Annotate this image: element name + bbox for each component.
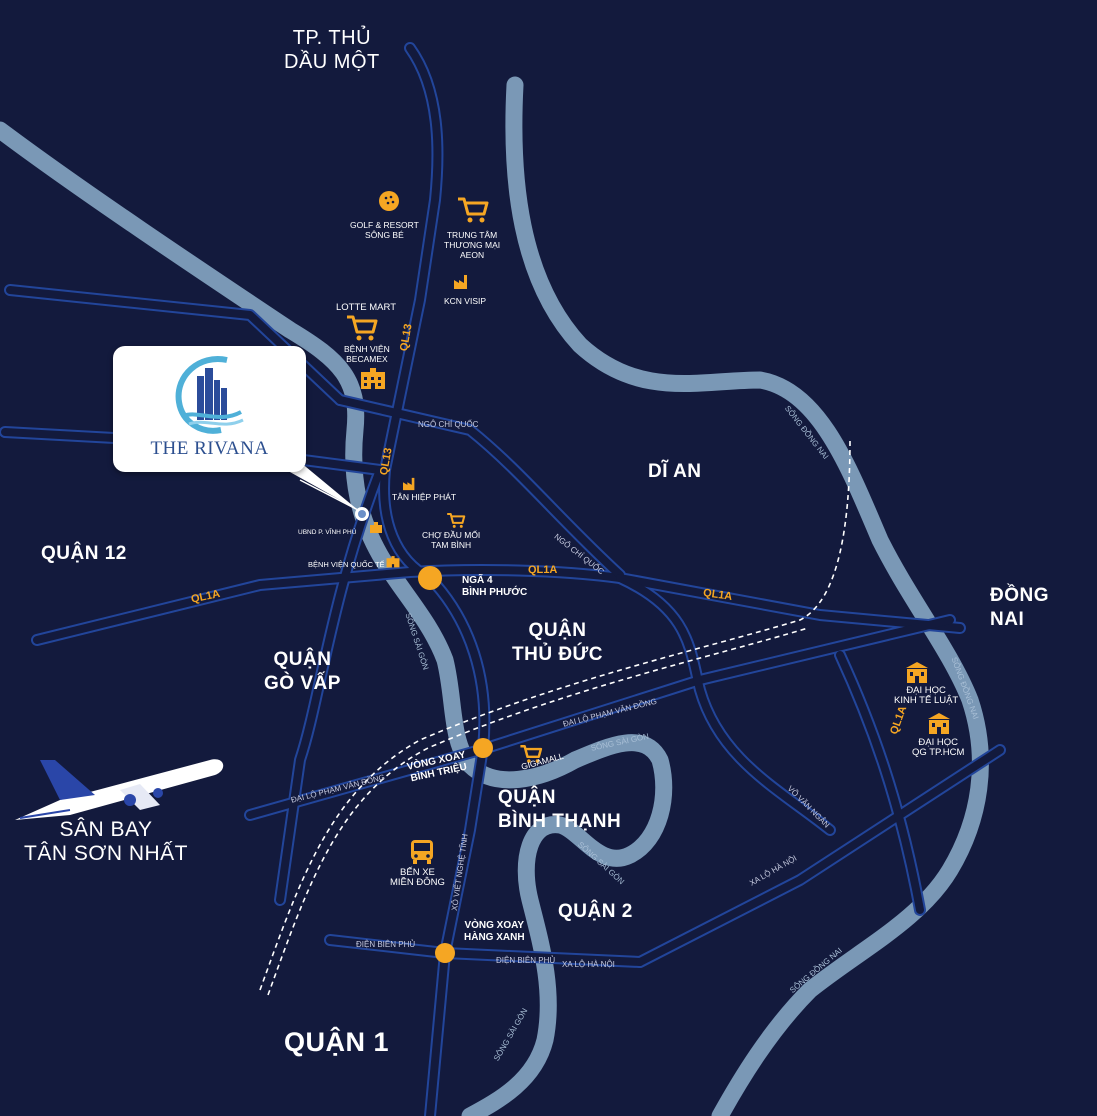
factory-icon — [454, 275, 467, 289]
university-icon — [928, 713, 950, 734]
shopping-cart-icon — [520, 745, 543, 763]
poi-kcn-visip: KCN VISIP — [444, 296, 487, 306]
rivana-logo-icon — [175, 356, 244, 434]
project-marker[interactable] — [355, 507, 369, 521]
road-label-ngo-chi-quoc-1: NGÔ CHÍ QUỐC — [418, 420, 479, 429]
airplane-icon — [15, 759, 224, 820]
river-sai-gon — [0, 121, 673, 1116]
golf-icon — [379, 191, 399, 211]
river-dong-nai — [505, 76, 989, 1116]
government-icon — [370, 522, 382, 533]
bus-icon — [411, 840, 433, 864]
hospital-icon — [386, 556, 400, 568]
district-quan-2: QUẬN 2 — [558, 901, 633, 922]
shopping-cart-icon — [458, 197, 489, 223]
project-name: THE RIVANA — [150, 438, 269, 459]
road-label-dien-bien-phu-east: ĐIỆN BIÊN PHỦ — [496, 956, 556, 965]
district-di-an: DĨ AN — [648, 461, 702, 482]
roundabout-hang-xanh[interactable] — [435, 943, 455, 963]
poi-tan-hiep-phat: TÂN HIỆP PHÁT — [392, 492, 457, 502]
project-callout[interactable]: THE RIVANA — [113, 346, 306, 472]
poi-bv-quoc-te: BỆNH VIỆN QUỐC TẾ — [308, 560, 385, 569]
shopping-cart-icon — [447, 513, 466, 528]
factory-icon — [403, 477, 415, 491]
hospital-icon — [361, 368, 385, 389]
district-quan-12: QUẬN 12 — [41, 543, 127, 564]
metro-line-2 — [267, 627, 809, 996]
shopping-cart-icon — [347, 315, 378, 341]
callout-pointer — [272, 462, 358, 510]
roundabout-binh-trieu[interactable] — [473, 738, 493, 758]
road-label-xa-lo-ha-noi-west: XA LỘ HÀ NỘI — [562, 960, 615, 969]
university-icon — [906, 662, 928, 683]
district-quan-1: QUẬN 1 — [284, 1027, 390, 1057]
road-label-dien-bien-phu-west: ĐIỆN BIÊN PHỦ — [356, 940, 416, 949]
roundabout-nga4-binh-phuoc[interactable] — [418, 566, 442, 590]
metro-lines — [259, 439, 851, 996]
metro-line-1 — [259, 439, 851, 991]
poi-lotte-mart: LOTTE MART — [336, 302, 396, 313]
poi-ubnd-vinh-phu: UBND P. VĨNH PHÚ — [298, 529, 357, 536]
road-label-ql1a-east-1: QL1A — [528, 564, 558, 576]
rivers — [0, 76, 989, 1116]
